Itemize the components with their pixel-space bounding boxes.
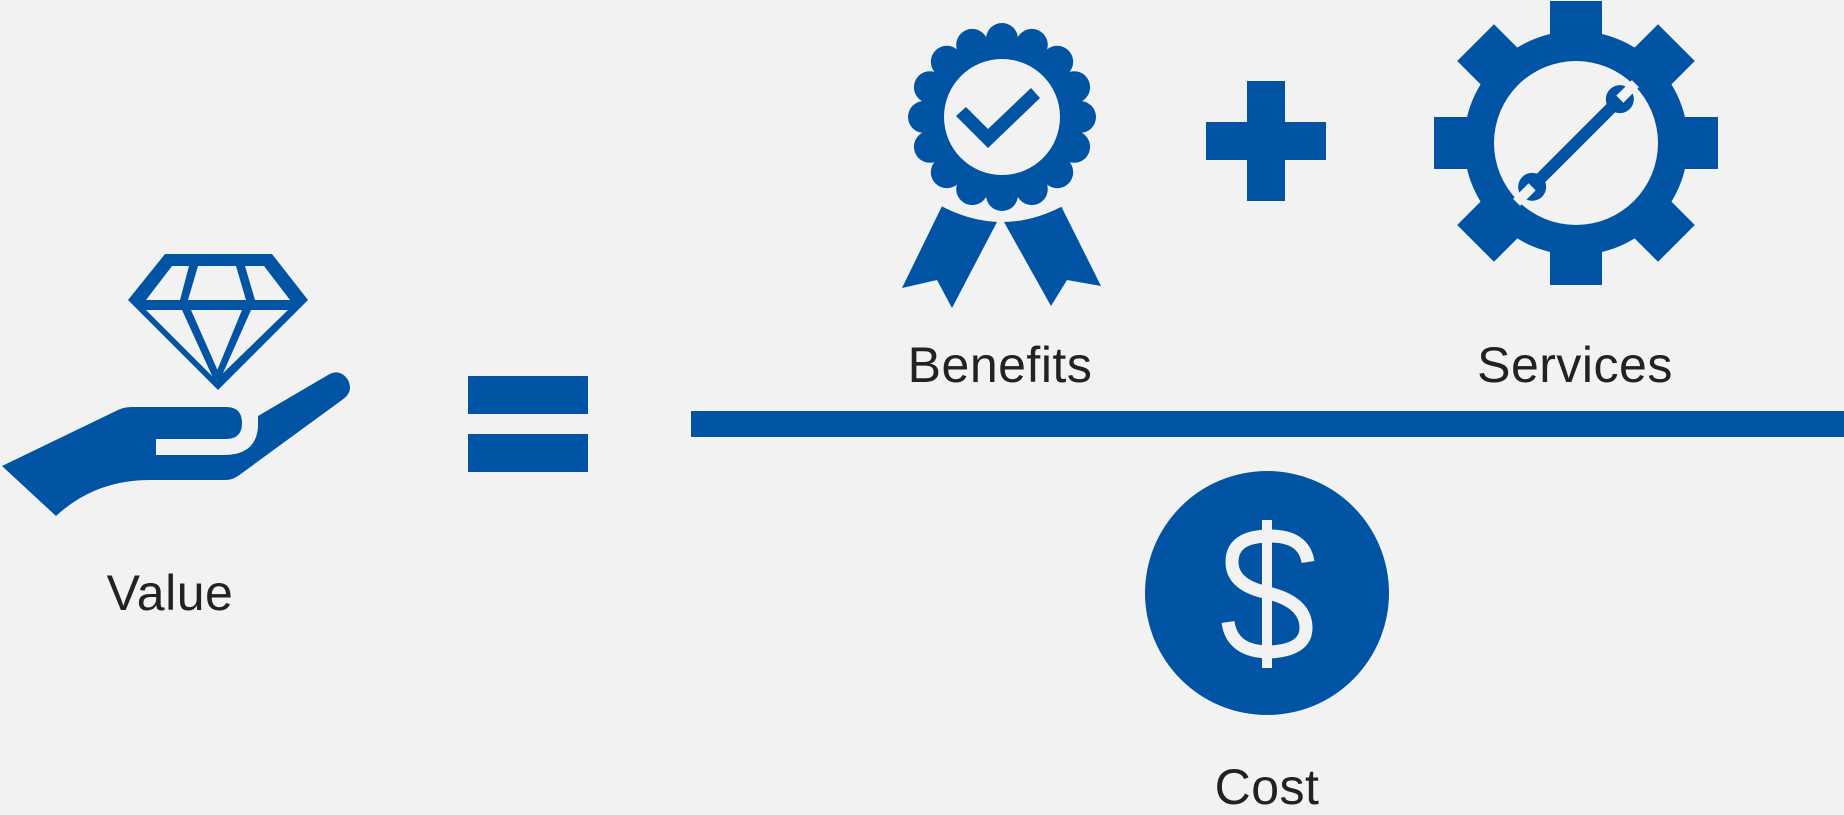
badge-scallop	[956, 173, 989, 206]
badge-scallop	[1041, 45, 1074, 78]
badge-scallop	[1058, 130, 1091, 163]
badge-scallop	[1015, 173, 1048, 206]
hand-diamond-icon	[2, 254, 350, 516]
badge-scallop	[930, 45, 963, 78]
badge-scallop	[956, 28, 989, 61]
badge-scallop	[1064, 101, 1096, 133]
badge-scallop	[986, 179, 1018, 211]
equals-icon	[468, 376, 588, 472]
award-ribbon-icon	[902, 23, 1101, 308]
cost-label: Cost	[1214, 759, 1320, 815]
badge-scallop	[908, 101, 940, 133]
badge-scallop	[913, 130, 946, 163]
benefits-label: Benefits	[907, 337, 1093, 393]
badge-scallop	[986, 23, 1018, 55]
fraction-bar	[691, 411, 1844, 437]
badge-scallop	[913, 71, 946, 104]
badge-scallop	[1058, 71, 1091, 104]
plus-icon	[1206, 81, 1326, 201]
badge-scallop	[1041, 156, 1074, 189]
badge-scallop	[930, 156, 963, 189]
badge-scallop	[1015, 28, 1048, 61]
services-label: Services	[1477, 337, 1673, 393]
value-label: Value	[106, 565, 234, 621]
gear-wrench-icon	[1434, 1, 1718, 285]
dollar-coin-icon	[1145, 471, 1389, 715]
